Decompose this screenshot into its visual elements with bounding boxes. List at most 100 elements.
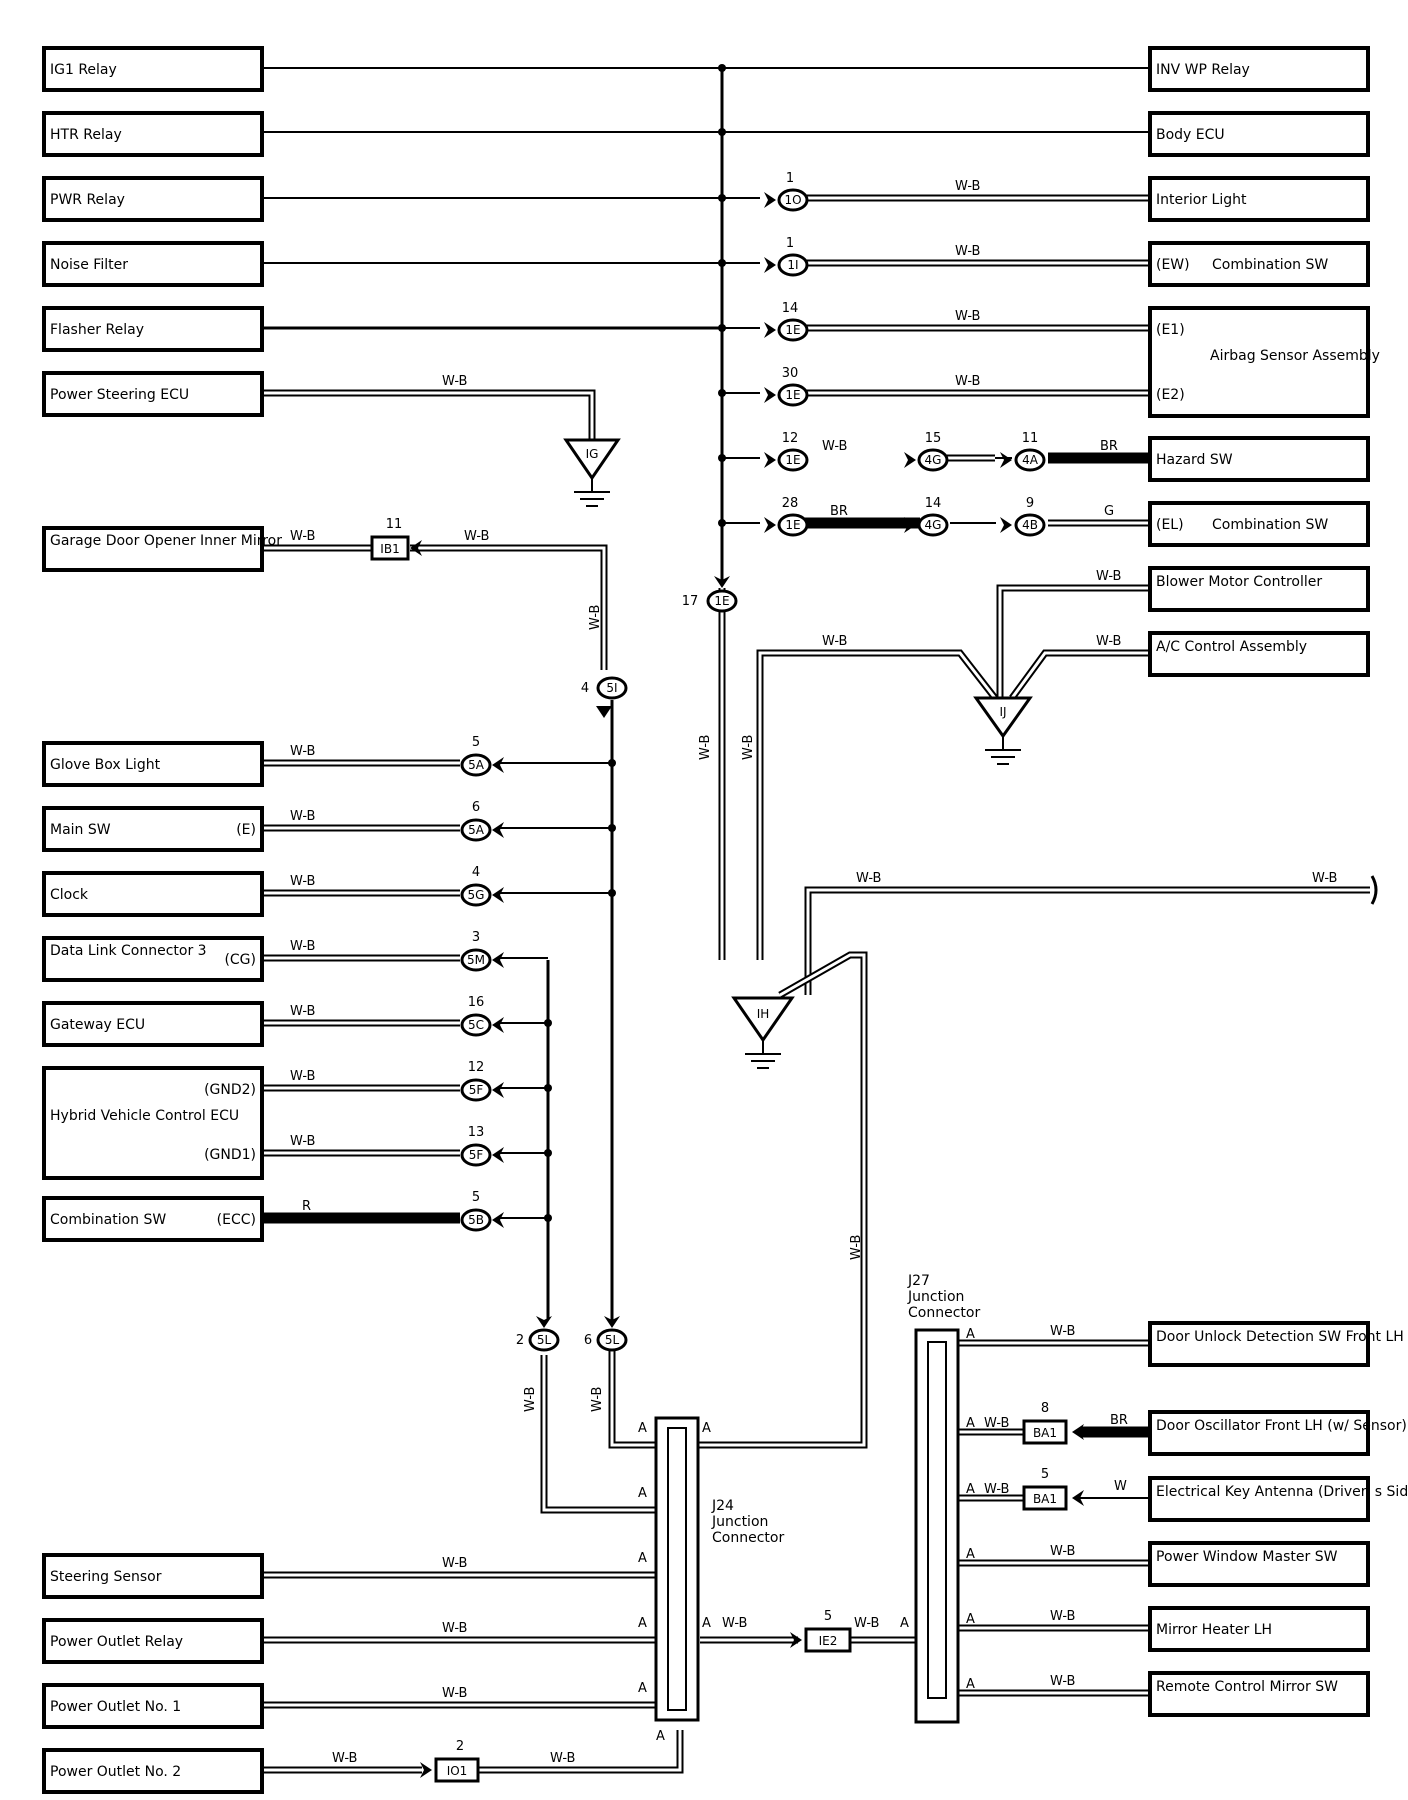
connector-5l-2: 5L 2 (516, 1328, 560, 1352)
connector-name: 1E (785, 518, 800, 532)
wire-color: W-B (955, 309, 980, 324)
wire-color: W-B (523, 1387, 538, 1412)
junction-subtitle: Junction (907, 1289, 964, 1305)
component-label: Main SW (50, 822, 111, 838)
connector-name: 4A (1022, 453, 1039, 467)
wire-color: W (1114, 1479, 1127, 1494)
pin-number: 12 (468, 1060, 485, 1075)
component-label: Combination SW (1212, 257, 1328, 273)
component-label: Remote Control Mirror SW (1156, 1679, 1338, 1695)
terminal-a: A (638, 1681, 647, 1696)
terminal-a: A (900, 1616, 909, 1631)
pin-number: 3 (472, 930, 480, 945)
component-gateway-ecu: Gateway ECU (42, 1001, 264, 1047)
connector-1e-28: 1E 28 (777, 496, 809, 537)
ground-name: IH (757, 1007, 770, 1021)
component-remote-control-mirror: Remote Control Mirror SW (1148, 1671, 1370, 1717)
wire-color: W-B (849, 1235, 864, 1260)
wire-color: W-B (290, 1134, 315, 1149)
connector-1i: 1I 1 (777, 236, 809, 277)
connector-5g-4: 5G 4 (460, 865, 492, 907)
terminal-a: A (656, 1729, 665, 1744)
junction-terminal-labels: A A A A A A A A A A A A A A A (638, 1327, 975, 1744)
wire-color: W-B (290, 939, 315, 954)
component-label: Door Unlock Detection SW Front LH (1156, 1329, 1404, 1345)
connector-name: 5F (469, 1083, 484, 1097)
connector-arrows (410, 192, 1084, 1778)
wire-color: W-B (698, 735, 713, 760)
connector-4a-11: 4A 11 (1014, 431, 1046, 472)
component-body-ecu: Body ECU (1148, 111, 1370, 157)
terminal-a: A (966, 1416, 975, 1431)
connector-1e-17: 1E 17 (682, 589, 738, 613)
connector-name: 5F (469, 1148, 484, 1162)
connector-1e-12: 1E 12 (777, 431, 809, 472)
connector-1e-30: 1E 30 (777, 366, 809, 407)
wire-color: W-B (955, 179, 980, 194)
wire-color: W-B (588, 605, 603, 630)
connector-name: 1E (785, 453, 800, 467)
component-garage-door-opener: Garage Door Opener Inner Mirror (42, 526, 282, 572)
wire-color: W-B (722, 1616, 747, 1631)
connector-4g-15: 4G 15 (917, 431, 949, 472)
terminal-a: A (638, 1421, 647, 1436)
wire-color: W-B (1312, 871, 1337, 886)
wire-color: W-B (442, 374, 467, 389)
component-label: Clock (50, 887, 89, 903)
component-combination-sw-el: (EL) Combination SW (1148, 501, 1370, 547)
connector-5c-16: 5C 16 (460, 995, 492, 1037)
connector-4g-14: 4G 14 (917, 496, 949, 537)
pin-number: 5 (472, 735, 480, 750)
component-noise-filter: Noise Filter (42, 241, 264, 287)
connector-5a-6: 5A 6 (460, 800, 492, 842)
left-components: IG1 Relay HTR Relay PWR Relay Noise Filt… (42, 46, 282, 1794)
wire-color: W-B (442, 1621, 467, 1636)
connector-name: 4G (925, 453, 942, 467)
connector-5l-6: 5L 6 (584, 1328, 628, 1352)
wire-color: W-B (290, 1004, 315, 1019)
component-label: A/C Control Assembly (1156, 639, 1307, 655)
terminal-a: A (966, 1547, 975, 1562)
ground-ig: IG (563, 438, 621, 507)
connector-io1: IO1 2 (434, 1739, 480, 1783)
junction-j27: J27 Junction Connector (907, 1273, 980, 1724)
wire-color: W-B (955, 374, 980, 389)
terminal-a: A (638, 1486, 647, 1501)
wire-color: W-B (856, 871, 881, 886)
connector-ib1: IB1 11 (370, 517, 410, 561)
wire-color: W-B (290, 744, 315, 759)
pin-number: 6 (584, 1333, 592, 1348)
component-label: Noise Filter (50, 257, 128, 273)
pin-number: 1 (786, 171, 794, 186)
connector-name: IE2 (819, 1634, 838, 1648)
connector-4b-9: 4B 9 (1014, 496, 1046, 537)
component-label: Hazard SW (1156, 452, 1233, 468)
component-label: Combination SW (1212, 517, 1328, 533)
component-door-unlock-detection: Door Unlock Detection SW Front LH (1148, 1321, 1404, 1367)
component-power-outlet-1: Power Outlet No. 1 (42, 1683, 264, 1729)
component-data-link-connector: Data Link Connector 3 (CG) (42, 936, 264, 982)
terminal-a: A (966, 1482, 975, 1497)
component-label: Power Outlet No. 2 (50, 1764, 181, 1780)
terminal-label: (GND1) (204, 1147, 256, 1163)
component-clock: Clock (42, 871, 264, 917)
component-interior-light: Interior Light (1148, 176, 1370, 222)
component-combination-sw-ecc: Combination SW (ECC) (42, 1196, 264, 1242)
component-label: Electrical Key Antenna (Driver' s Side) (1156, 1484, 1408, 1500)
junction-subtitle: Connector (712, 1530, 784, 1546)
wire-color: W-B (1050, 1674, 1075, 1689)
component-power-outlet-2: Power Outlet No. 2 (42, 1748, 264, 1794)
component-power-window-master: Power Window Master SW (1148, 1541, 1370, 1587)
pin-number: 4 (472, 865, 480, 880)
component-label: Hybrid Vehicle Control ECU (50, 1108, 239, 1124)
terminal-label: (CG) (224, 952, 256, 968)
terminal-label: (GND2) (204, 1082, 256, 1098)
pin-number: 30 (782, 366, 799, 381)
component-label: Data Link Connector 3 (50, 943, 207, 959)
connector-name: 1E (714, 594, 729, 608)
wire-continuation-mark (1370, 875, 1378, 905)
pin-number: 2 (516, 1333, 524, 1348)
terminal-a: A (702, 1616, 711, 1631)
component-inv-wp-relay: INV WP Relay (1148, 46, 1370, 92)
wire-color: W-B (290, 809, 315, 824)
